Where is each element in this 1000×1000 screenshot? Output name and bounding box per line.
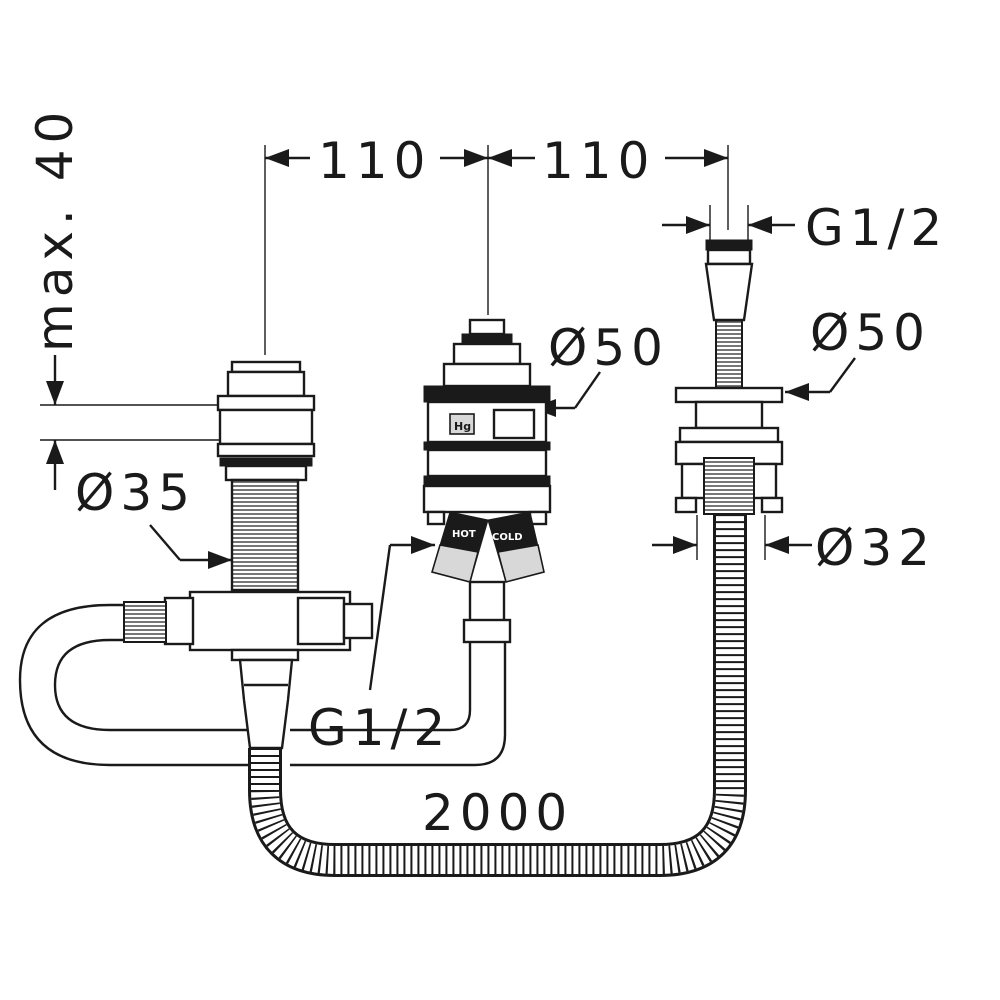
- dim-diameter-center: Ø50: [548, 319, 669, 377]
- dim-hose-length: 2000: [422, 784, 573, 842]
- dim-diameter-right-bottom: Ø32: [815, 519, 936, 577]
- center-valve-assembly: Hg HOT COLD: [422, 318, 552, 644]
- dim-spacing-left: 110: [318, 132, 431, 190]
- flex-hoses: [18, 317, 747, 877]
- dim-diameter-right-top: Ø50: [810, 304, 931, 362]
- right-fitting-assembly: [674, 239, 784, 515]
- hot-label: HOT: [452, 529, 476, 540]
- dim-diameter-left: Ø35: [75, 464, 196, 522]
- dim-max-height: max. 40: [26, 106, 84, 352]
- left-valve-assembly: [123, 360, 374, 750]
- dim-spacing-right: 110: [542, 132, 655, 190]
- cold-label: COLD: [492, 532, 523, 543]
- dim-thread-top: G1/2: [805, 199, 948, 257]
- dimension-lines: [40, 145, 856, 691]
- dim-thread-bottom: G1/2: [308, 699, 451, 757]
- valve-brand-mark: Hg: [454, 420, 471, 433]
- dimension-labels: 110 110 G1/2 Ø50 Ø50 Ø35 Ø32 G1/2 2000 m…: [26, 106, 948, 842]
